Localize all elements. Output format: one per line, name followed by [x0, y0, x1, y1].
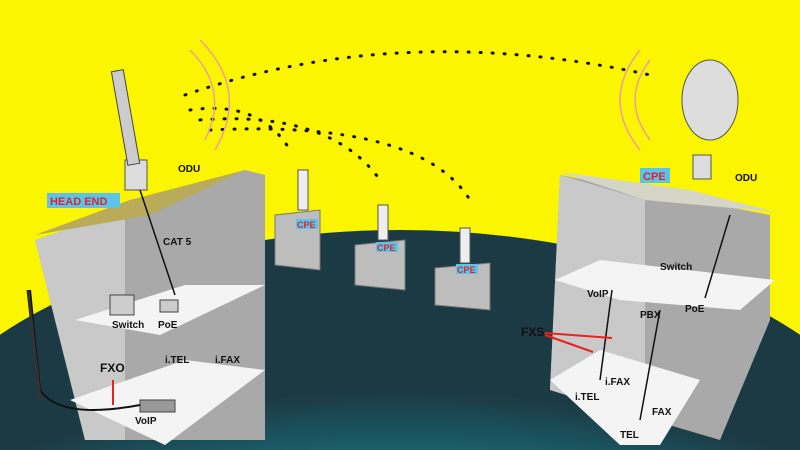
- customer-voip-label: VoIP: [587, 289, 609, 300]
- customer-odu-label: ODU: [735, 173, 757, 184]
- remote-cpe-building: [274, 169, 491, 311]
- head-end-title: HEAD END: [50, 196, 108, 208]
- customer-pbx-label: PBX: [640, 310, 661, 321]
- fxs-label: FXS: [521, 325, 544, 339]
- customer-fax-label: FAX: [652, 407, 672, 418]
- wireless-link-dots: [183, 50, 652, 202]
- head-end-voip-label: VoIP: [135, 416, 157, 427]
- customer-ifax-label: i.FAX: [605, 377, 630, 388]
- customer-switch-label: Switch: [660, 262, 692, 273]
- customer-itel-label: i.TEL: [575, 392, 599, 403]
- head-end-tag: [47, 193, 120, 208]
- cat5-label: CAT 5: [163, 237, 192, 248]
- head-end-itel-label: i.TEL: [165, 355, 189, 366]
- head-end-poe-label: PoE: [158, 320, 178, 331]
- customer-poe-label: PoE: [685, 304, 705, 315]
- head-end-building: [26, 69, 265, 445]
- customer-building: [550, 59, 775, 445]
- remote-cpe-label-2: CPE: [377, 243, 396, 253]
- customer-tel-label: TEL: [620, 430, 639, 441]
- fxs-arrow-icon: [544, 332, 613, 353]
- signal-waves-icon: [189, 39, 651, 151]
- remote-cpe-label-1: CPE: [297, 220, 316, 230]
- fxo-label: FXO: [100, 361, 125, 375]
- head-end-odu-label: ODU: [178, 164, 200, 175]
- head-end-switch-label: Switch: [112, 320, 144, 331]
- customer-cpe-tag: [640, 168, 670, 183]
- remote-cpe-label-3: CPE: [457, 265, 476, 275]
- customer-cpe-title: CPE: [643, 171, 666, 183]
- head-end-ifax-label: i.FAX: [215, 355, 240, 366]
